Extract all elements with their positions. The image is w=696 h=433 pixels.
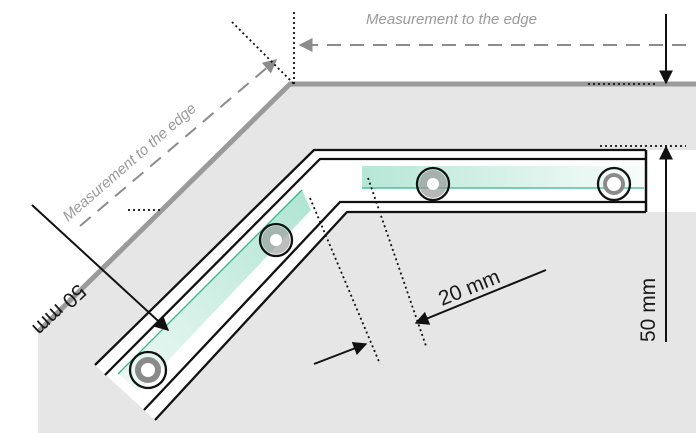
screw-hole-diagonal-lower bbox=[128, 350, 168, 390]
edge-measure-diagonal bbox=[79, 59, 278, 227]
dimension-diagonal bbox=[31, 204, 170, 331]
panel-edge bbox=[36, 81, 696, 334]
label-dim-vertical: 50 mm bbox=[637, 278, 660, 342]
label-edge-top: Measurement to the edge bbox=[366, 11, 537, 28]
strip-outline bbox=[94, 148, 648, 421]
screw-hole-center bbox=[415, 166, 451, 202]
screw-hole-right bbox=[596, 166, 632, 202]
horizontal-highlight bbox=[362, 166, 644, 189]
screw-hole-diagonal-upper bbox=[258, 222, 294, 258]
dimension-width bbox=[313, 269, 547, 365]
